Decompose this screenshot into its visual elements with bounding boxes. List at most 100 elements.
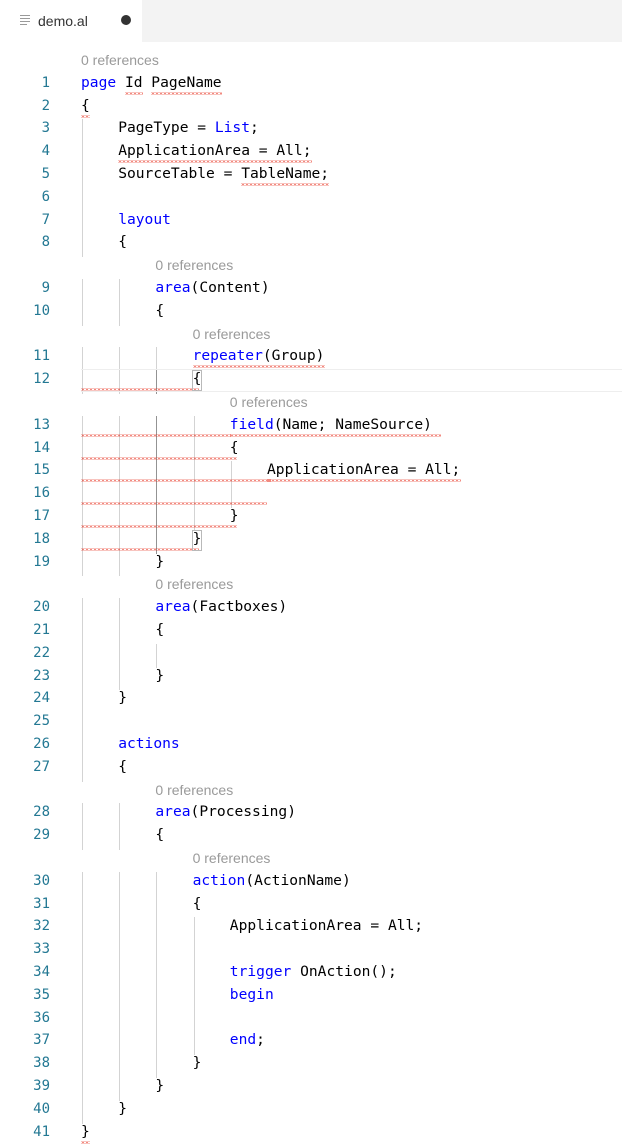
code-line[interactable]: {	[118, 758, 127, 775]
error-squiggle[interactable]	[81, 456, 237, 460]
error-squiggle[interactable]	[118, 160, 312, 164]
code-line[interactable]: {	[155, 621, 164, 638]
codelens-references[interactable]: 0 references	[81, 52, 159, 68]
code-text: ;	[250, 119, 259, 137]
error-squiggle[interactable]	[81, 525, 237, 528]
error-squiggle[interactable]	[81, 479, 271, 483]
indent-guide	[82, 598, 83, 622]
code-line[interactable]: layout	[118, 211, 171, 228]
code-line[interactable]: {	[118, 233, 127, 250]
code-line[interactable]: ApplicationArea = All;	[118, 142, 311, 159]
line-number: 15	[33, 462, 50, 479]
indent-guide	[119, 826, 121, 850]
code-line[interactable]: begin	[230, 986, 274, 1003]
indent-guide	[193, 963, 195, 987]
line-number: 10	[33, 302, 50, 319]
code-line[interactable]: }	[155, 667, 164, 684]
error-squiggle[interactable]	[151, 91, 222, 95]
code-text: }	[155, 552, 165, 570]
code-keyword: field	[229, 415, 274, 433]
code-line[interactable]: }	[193, 530, 202, 547]
codelens-references[interactable]: 0 references	[155, 781, 234, 798]
error-squiggle[interactable]	[81, 502, 267, 506]
indent-guide	[119, 1077, 121, 1101]
line-number: 30	[33, 872, 50, 889]
code-line[interactable]: }	[155, 553, 164, 570]
code-line[interactable]: PageType = List;	[118, 119, 259, 136]
code-line[interactable]: trigger OnAction();	[230, 963, 397, 980]
codelens-references[interactable]: 0 references	[192, 850, 271, 866]
code-line[interactable]: }	[230, 507, 239, 524]
error-squiggle[interactable]	[81, 114, 90, 118]
code-text: PageType =	[118, 119, 215, 137]
code-line[interactable]: area(Content)	[155, 279, 269, 296]
code-line[interactable]: }	[193, 1054, 202, 1071]
line-number: 25	[33, 713, 50, 730]
error-squiggle[interactable]	[241, 183, 330, 186]
indent-guide	[156, 871, 158, 896]
code-text: ApplicationArea = All;	[118, 142, 312, 160]
code-text: }	[155, 1077, 165, 1094]
indent-guide	[82, 119, 83, 144]
line-number: 6	[41, 188, 50, 205]
lines-file-icon	[20, 15, 30, 27]
code-line[interactable]: area(Factboxes)	[155, 598, 287, 615]
codelens-references[interactable]: 0 references	[155, 576, 234, 593]
code-line[interactable]: area(Processing)	[155, 803, 296, 820]
indent-guide	[119, 279, 121, 303]
error-squiggle[interactable]	[229, 433, 441, 437]
code-line[interactable]: end;	[230, 1031, 265, 1048]
code-text: (ActionName)	[245, 871, 351, 889]
indent-guide	[193, 507, 195, 531]
error-squiggle[interactable]	[192, 365, 325, 369]
indent-guide	[82, 1099, 83, 1124]
indent-guide	[82, 233, 83, 258]
error-squiggle[interactable]	[81, 1140, 90, 1144]
code-line[interactable]: {	[230, 439, 239, 456]
code-line[interactable]: page Id PageName	[81, 74, 222, 91]
code-line[interactable]: actions	[118, 735, 180, 752]
error-squiggle[interactable]	[125, 91, 143, 95]
error-squiggle[interactable]	[81, 388, 199, 392]
code-editor[interactable]: 0 references 0 references 0 references 0 re…	[0, 42, 622, 1148]
code-text: }	[192, 1054, 202, 1072]
indent-guide	[82, 894, 83, 919]
line-number: 22	[33, 644, 50, 661]
code-line[interactable]: repeater(Group)	[193, 347, 325, 364]
line-number: 7	[41, 211, 50, 228]
code-keyword: page	[81, 73, 117, 91]
error-squiggle[interactable]	[267, 479, 461, 483]
indent-guide	[156, 963, 158, 987]
code-line[interactable]: {	[193, 370, 202, 387]
code-line[interactable]: }	[118, 1100, 127, 1117]
code-line[interactable]: }	[118, 689, 127, 706]
unsaved-dot-icon[interactable]	[121, 15, 131, 25]
code-line[interactable]: {	[193, 895, 202, 912]
indent-guide	[119, 894, 121, 919]
tab-demo-al[interactable]: demo.al	[0, 0, 142, 42]
indent-guide	[82, 689, 83, 714]
code-line[interactable]: ApplicationArea = All;	[230, 917, 423, 934]
indent-guide	[82, 917, 83, 942]
codelens-references[interactable]: 0 references	[155, 257, 234, 274]
code-line[interactable]: }	[81, 1123, 90, 1140]
code-line[interactable]: ApplicationArea = All;	[267, 461, 460, 478]
error-squiggle[interactable]	[81, 547, 199, 551]
error-squiggle[interactable]	[81, 433, 231, 437]
code-line[interactable]: {	[81, 97, 90, 114]
code-line[interactable]: SourceTable = TableName;	[118, 165, 329, 182]
codelens-references[interactable]: 0 references	[229, 394, 308, 410]
code-line[interactable]: action(ActionName)	[193, 872, 351, 889]
code-text: {	[155, 826, 165, 844]
line-number: 36	[33, 1009, 50, 1026]
codelens-references[interactable]: 0 references	[192, 325, 271, 342]
code-line[interactable]: field(Name; NameSource)	[230, 416, 432, 433]
code-line[interactable]: {	[155, 826, 164, 843]
code-line[interactable]: }	[155, 1077, 164, 1094]
code-text: ;	[256, 1031, 265, 1049]
code-keyword: action	[192, 871, 246, 889]
indent-guide	[119, 643, 121, 668]
code-line[interactable]: {	[155, 302, 164, 319]
code-text: {	[192, 370, 202, 388]
code-text: ApplicationArea = All;	[267, 461, 461, 479]
